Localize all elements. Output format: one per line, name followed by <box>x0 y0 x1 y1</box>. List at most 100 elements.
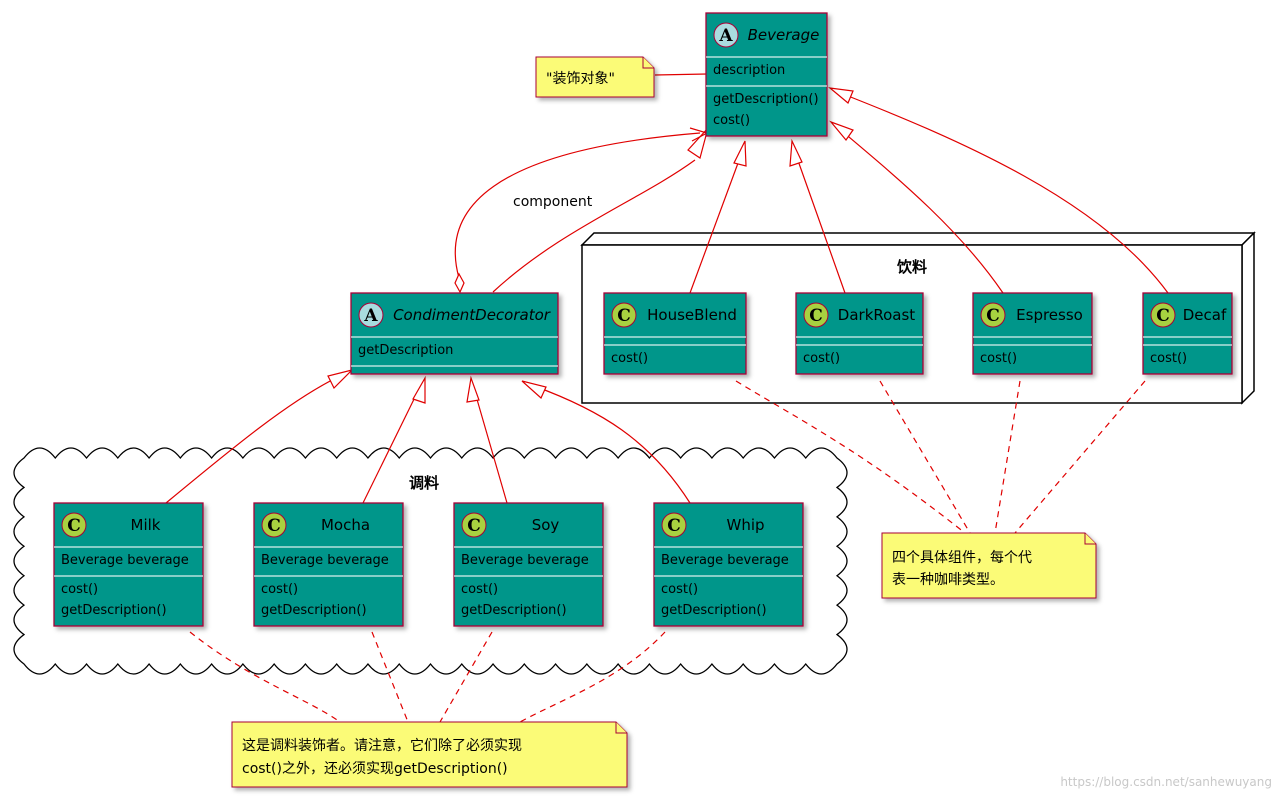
class-icon <box>1150 302 1176 328</box>
edge-soy-extends-decorator <box>473 388 508 504</box>
stereotype-letter: C <box>67 516 81 536</box>
class-name: CondimentDecorator <box>393 306 551 324</box>
link-whip-note <box>519 631 666 723</box>
class-decaf[interactable]: C Decaf cost() <box>1142 292 1233 375</box>
note-decorators-line-1: 这是调料装饰者。请注意，它们除了必须实现 <box>242 737 522 754</box>
link-mocha-note <box>371 631 409 723</box>
note-condiment-decorators: 这是调料装饰者。请注意，它们除了必须实现 cost()之外，还必须实现getDe… <box>231 721 628 788</box>
class-name: HouseBlend <box>647 306 737 324</box>
edge-darkroast-extends-beverage <box>795 154 846 294</box>
class-method: cost() <box>261 582 298 597</box>
note-links <box>189 73 1146 723</box>
class-method: cost() <box>713 113 750 128</box>
package-condiments-cloud: 调料 <box>13 447 848 675</box>
class-name: Milk <box>131 516 161 534</box>
classes: A Beverage description getDescription() cost… <box>53 12 1233 627</box>
note-decorated-object: "装饰对象" <box>535 56 655 98</box>
link-houseblend-note <box>735 380 966 534</box>
arrowhead-soy <box>466 375 480 403</box>
class-name: Decaf <box>1183 306 1227 324</box>
stereotype-letter: A <box>363 306 378 326</box>
link-darkroast-note <box>879 380 971 534</box>
note-components-line-2: 表一种咖啡类型。 <box>892 572 1004 588</box>
abstract-class-icon <box>713 22 739 48</box>
class-method: getDescription() <box>61 603 167 618</box>
stereotype-letter: C <box>267 516 281 536</box>
arrowhead-darkroast <box>789 138 803 167</box>
note-decorated-text: "装饰对象" <box>546 71 615 87</box>
edge-espresso-extends-beverage <box>842 131 1004 294</box>
class-name: Soy <box>532 516 560 534</box>
arrowhead-mocha <box>412 375 426 404</box>
class-field: getDescription <box>358 343 453 358</box>
class-icon <box>980 302 1006 328</box>
class-houseblend[interactable]: C HouseBlend cost() <box>603 292 747 375</box>
class-method: cost() <box>61 582 98 597</box>
class-icon <box>611 302 637 328</box>
class-beverage[interactable]: A Beverage description getDescription() cost… <box>705 12 828 137</box>
note-decorators-line-2: cost()之外，还必须实现getDescription() <box>242 761 508 777</box>
class-espresso[interactable]: C Espresso cost() <box>972 292 1093 375</box>
class-field: Beverage beverage <box>61 553 189 568</box>
arrowhead-milk <box>327 368 354 390</box>
class-name: Espresso <box>1016 306 1083 324</box>
class-method: cost() <box>661 582 698 597</box>
stereotype-letter: C <box>1156 306 1170 326</box>
class-method: cost() <box>1150 351 1187 366</box>
edge-mocha-extends-decorator <box>362 388 420 504</box>
class-name: Beverage <box>748 26 820 44</box>
edge-decaf-extends-beverage <box>842 93 1169 294</box>
link-espresso-note <box>994 380 1021 534</box>
note-concrete-components: 四个具体组件，每个代 表一种咖啡类型。 <box>881 532 1097 599</box>
edge-decorator-extends-beverage <box>492 159 696 293</box>
stereotype-letter: C <box>667 516 681 536</box>
note-components-line-1: 四个具体组件，每个代 <box>892 550 1032 566</box>
edge-component-aggregation <box>454 132 701 279</box>
class-method: getDescription() <box>713 92 819 107</box>
link-decaf-note <box>1014 380 1146 534</box>
watermark: https://blog.csdn.net/sanhewuyang <box>1060 775 1272 789</box>
class-decorator[interactable]: A CondimentDecorator getDescription <box>350 292 559 375</box>
stereotype-letter: C <box>809 306 823 326</box>
class-method: cost() <box>980 351 1017 366</box>
arrowhead-houseblend <box>733 140 747 167</box>
arrowhead-espresso <box>829 120 854 141</box>
package-drinks-title: 饮料 <box>896 258 927 276</box>
class-icon <box>461 512 487 538</box>
class-method: getDescription() <box>261 603 367 618</box>
class-method: cost() <box>461 582 498 597</box>
edge-whip-extends-decorator <box>533 385 691 504</box>
edge-houseblend-extends-beverage <box>689 154 742 294</box>
class-name: Mocha <box>321 516 370 534</box>
edge-label-component: component <box>513 194 593 210</box>
stereotype-letter: C <box>617 306 631 326</box>
arrowhead-decaf <box>828 87 854 104</box>
class-icon <box>261 512 287 538</box>
edges <box>165 87 1169 504</box>
edge-milk-extends-decorator <box>165 375 341 504</box>
aggregation-diamond <box>454 272 465 294</box>
class-name: Whip <box>726 516 764 534</box>
stereotype-letter: C <box>467 516 481 536</box>
stereotype-letter: A <box>718 26 733 46</box>
arrowhead-whip <box>521 380 547 399</box>
class-icon <box>803 302 829 328</box>
class-method: getDescription() <box>661 603 767 618</box>
class-icon <box>661 512 687 538</box>
stereotype-letter: C <box>986 306 1000 326</box>
class-icon <box>61 512 87 538</box>
class-name: DarkRoast <box>838 306 916 324</box>
package-condiments-title: 调料 <box>409 474 439 492</box>
class-field: description <box>713 63 785 78</box>
class-method: cost() <box>611 351 648 366</box>
class-field: Beverage beverage <box>261 553 389 568</box>
class-field: Beverage beverage <box>461 553 589 568</box>
abstract-class-icon <box>358 302 384 328</box>
link-beverage-note <box>654 73 708 76</box>
